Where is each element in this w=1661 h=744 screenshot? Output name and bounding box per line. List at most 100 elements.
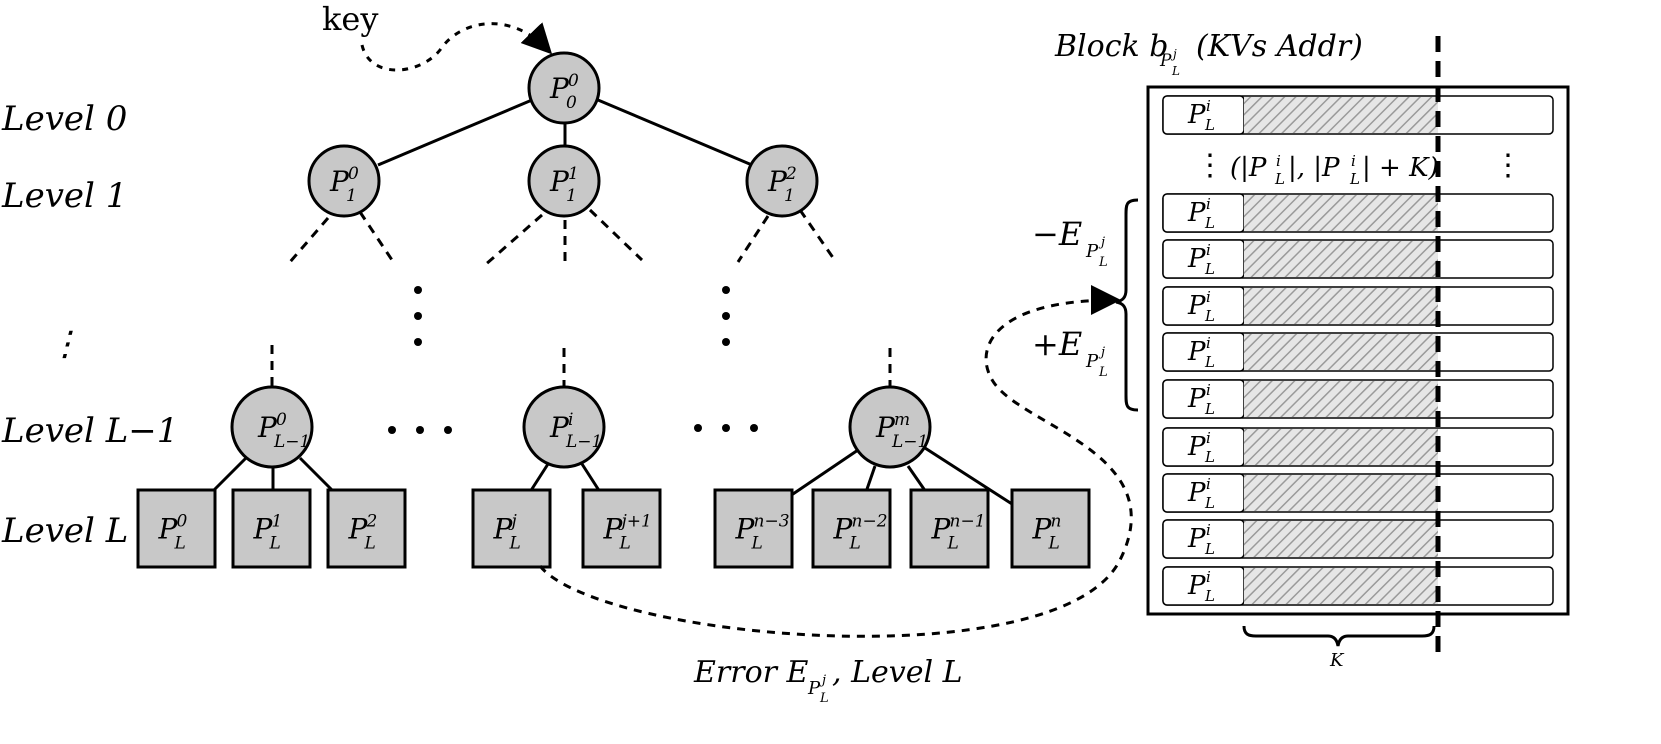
block-title: Block b P j L (KVs Addr) xyxy=(1054,29,1363,78)
row-label-base: P xyxy=(1187,432,1206,462)
node-circle xyxy=(745,144,819,218)
k-brace xyxy=(1242,625,1436,647)
leaf-rect xyxy=(326,488,407,569)
row-label-sub: L xyxy=(1204,400,1215,418)
row-hatch xyxy=(1244,195,1438,231)
svg-text:i: i xyxy=(1276,152,1281,170)
tree-vdots xyxy=(414,286,730,346)
leaf-rect xyxy=(136,488,217,569)
row-label-sub: L xyxy=(1204,494,1215,512)
svg-text:+E: +E xyxy=(1032,325,1082,363)
row-label-sub: L xyxy=(1204,587,1215,605)
level-0-label: Level 0 xyxy=(1,99,127,139)
row-hatch xyxy=(1244,521,1438,557)
svg-text:| + K): | + K) xyxy=(1362,153,1439,183)
svg-text:L: L xyxy=(1349,170,1360,188)
label-base: P xyxy=(833,513,854,546)
row-hatch xyxy=(1244,334,1438,370)
row-hatch xyxy=(1244,241,1438,277)
label-sup: 1 xyxy=(568,164,579,184)
label-base: P xyxy=(257,411,278,444)
label-base: P xyxy=(767,165,788,198)
row-label-sub: L xyxy=(1204,307,1215,325)
label-sup: j xyxy=(508,512,518,532)
row-label-sub: L xyxy=(1204,448,1215,466)
leaf-rect xyxy=(909,488,990,569)
svg-text:j: j xyxy=(1098,345,1105,360)
leaf-rect xyxy=(581,488,662,569)
row-label-sub: L xyxy=(1204,260,1215,278)
label-sup: 0 xyxy=(177,512,188,532)
label-sub: L xyxy=(1048,534,1060,554)
label-sup: m xyxy=(894,410,910,430)
row-label-base: P xyxy=(1187,571,1206,601)
svg-text:|, |P: |, |P xyxy=(1288,153,1340,183)
row-label-sup: i xyxy=(1206,195,1211,213)
svg-text:, Level L: , Level L xyxy=(832,655,963,690)
row-label-sup: i xyxy=(1206,521,1211,539)
label-sub: L xyxy=(174,534,186,554)
leaf-rect xyxy=(1010,488,1091,569)
label-sub: L xyxy=(947,534,959,554)
label-base: P xyxy=(348,513,369,546)
row-label-base: P xyxy=(1187,291,1206,321)
tree-edges xyxy=(210,98,1013,506)
svg-text:L: L xyxy=(819,691,829,706)
row-label-base: P xyxy=(1187,384,1206,414)
svg-text:(|P: (|P xyxy=(1230,153,1267,183)
row-label-sub: L xyxy=(1204,540,1215,558)
node-circle xyxy=(527,144,601,218)
label-sub: L xyxy=(364,534,376,554)
node-circle xyxy=(848,385,932,469)
node-circle xyxy=(230,385,314,469)
row-hatch xyxy=(1244,97,1438,133)
label-sub: L xyxy=(849,534,861,554)
label-sub: 0 xyxy=(566,93,577,113)
label-sub: L−1 xyxy=(273,432,310,452)
row-label-base: P xyxy=(1187,524,1206,554)
label-base: P xyxy=(875,411,896,444)
label-base: P xyxy=(493,513,514,546)
label-base: P xyxy=(735,513,756,546)
svg-text:L: L xyxy=(1098,365,1108,380)
label-base: P xyxy=(158,513,179,546)
row-label-base: P xyxy=(1187,478,1206,508)
label-sub: L xyxy=(751,534,763,554)
label-sup: n−2 xyxy=(852,512,888,532)
label-sup: 1 xyxy=(272,512,283,532)
row-hatch xyxy=(1244,288,1438,324)
label-sup: 0 xyxy=(276,410,287,430)
row-label-sup: i xyxy=(1206,97,1211,115)
row-label-sup: i xyxy=(1206,475,1211,493)
svg-text:j: j xyxy=(819,673,826,688)
row-label-base: P xyxy=(1187,244,1206,274)
level-vdots: ⋮ xyxy=(48,324,82,364)
row-label-sup: i xyxy=(1206,241,1211,259)
node-circle xyxy=(522,385,606,469)
svg-text:j: j xyxy=(1098,235,1105,250)
node-circle xyxy=(307,144,381,218)
